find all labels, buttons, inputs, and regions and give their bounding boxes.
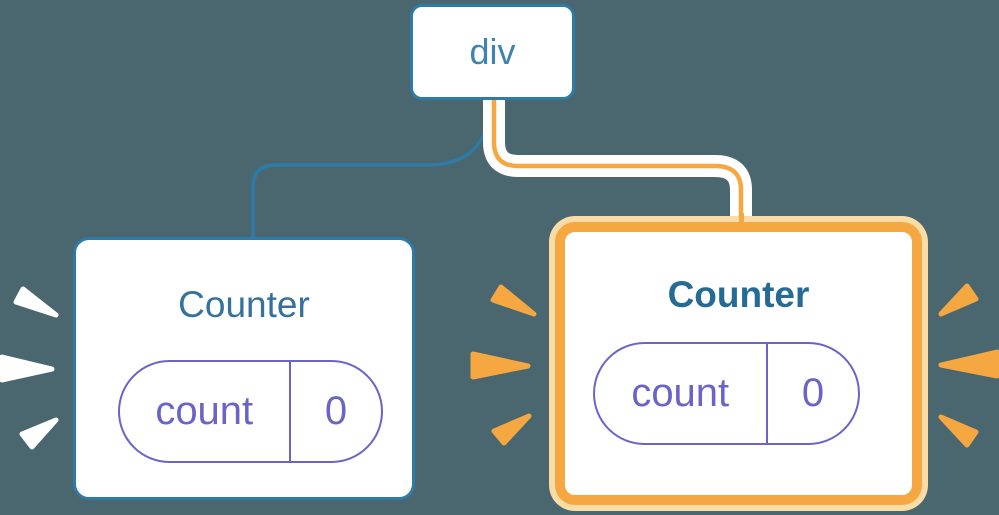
state-value: 0 xyxy=(801,371,825,415)
state-pill: count 0 xyxy=(118,360,383,463)
edge-to-left-counter xyxy=(251,100,492,240)
edge-highlight-casing xyxy=(483,99,752,220)
edge-highlight-stub xyxy=(739,213,744,231)
burst-ray-icon xyxy=(938,414,979,448)
tree-node-div: div xyxy=(410,4,575,100)
state-key-label: count xyxy=(631,371,730,415)
edge-to-right-counter xyxy=(491,99,744,230)
burst-group-left-white xyxy=(0,286,59,450)
counter-title: Counter xyxy=(178,284,310,325)
burst-group-right-orange xyxy=(938,283,999,448)
burst-group-inner-orange xyxy=(470,284,537,446)
pill-divider xyxy=(288,362,291,461)
burst-ray-icon xyxy=(938,283,979,317)
burst-ray-icon xyxy=(491,413,532,446)
burst-ray-icon xyxy=(490,284,537,317)
counter-title: Counter xyxy=(667,274,810,315)
state-key-label: count xyxy=(155,389,254,433)
burst-ray-icon xyxy=(19,417,59,450)
counter-card-left: Counter count 0 xyxy=(73,237,415,500)
burst-ray-icon xyxy=(938,349,999,379)
burst-ray-icon xyxy=(470,351,531,380)
burst-ray-icon xyxy=(0,354,55,383)
counter-card-right-highlight: Counter count 0 xyxy=(549,216,928,511)
counter-card-right: Counter count 0 xyxy=(555,222,922,505)
pill-divider xyxy=(765,344,768,443)
div-node-label: div xyxy=(469,31,516,72)
state-pill: count 0 xyxy=(593,342,860,445)
burst-ray-icon xyxy=(13,286,59,318)
state-value: 0 xyxy=(324,389,348,433)
